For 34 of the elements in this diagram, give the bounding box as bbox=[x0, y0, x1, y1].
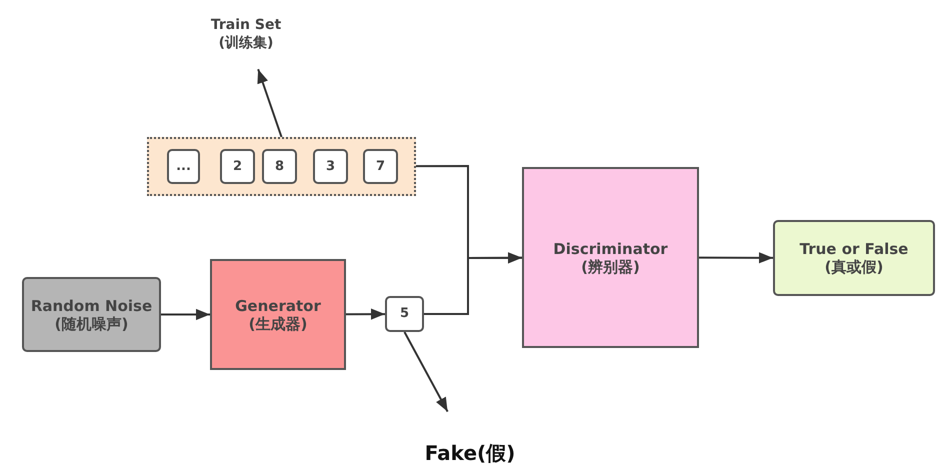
caption-text: (训练集) bbox=[218, 34, 274, 52]
box-label: 2 bbox=[232, 158, 242, 176]
box-label: ... bbox=[176, 158, 191, 176]
box-sublabel: (真或假) bbox=[824, 258, 884, 276]
sample-box bbox=[262, 149, 297, 184]
box-label: 3 bbox=[326, 158, 336, 176]
box-label: Random Noise bbox=[30, 296, 152, 314]
process-box bbox=[22, 277, 161, 352]
arrow bbox=[404, 332, 448, 412]
sample-box bbox=[313, 149, 348, 184]
box-sublabel: (辨别器) bbox=[581, 258, 640, 276]
process-box bbox=[210, 259, 346, 370]
dataset-band bbox=[147, 137, 416, 196]
sample-box bbox=[167, 149, 200, 184]
sample-box bbox=[220, 149, 255, 184]
box-label: Generator bbox=[235, 296, 321, 314]
caption-text: Train Set bbox=[210, 16, 282, 34]
box-label: 5 bbox=[400, 305, 410, 323]
box-label: True or False bbox=[800, 240, 908, 258]
process-box bbox=[522, 167, 699, 348]
output-label: Fake(假) bbox=[424, 444, 516, 462]
arrow bbox=[257, 68, 282, 138]
box-sublabel: (随机噪声) bbox=[54, 314, 128, 332]
box-label: 7 bbox=[376, 158, 386, 176]
arrow bbox=[346, 308, 385, 320]
arrow bbox=[699, 252, 773, 264]
box-label: Discriminator bbox=[553, 240, 668, 258]
result-box bbox=[773, 220, 935, 296]
sample-box bbox=[363, 149, 398, 184]
box-sublabel: (生成器) bbox=[248, 314, 308, 332]
sample-box bbox=[385, 296, 424, 332]
arrow bbox=[161, 308, 210, 320]
arrow bbox=[424, 252, 522, 315]
box-label: 8 bbox=[274, 158, 284, 176]
